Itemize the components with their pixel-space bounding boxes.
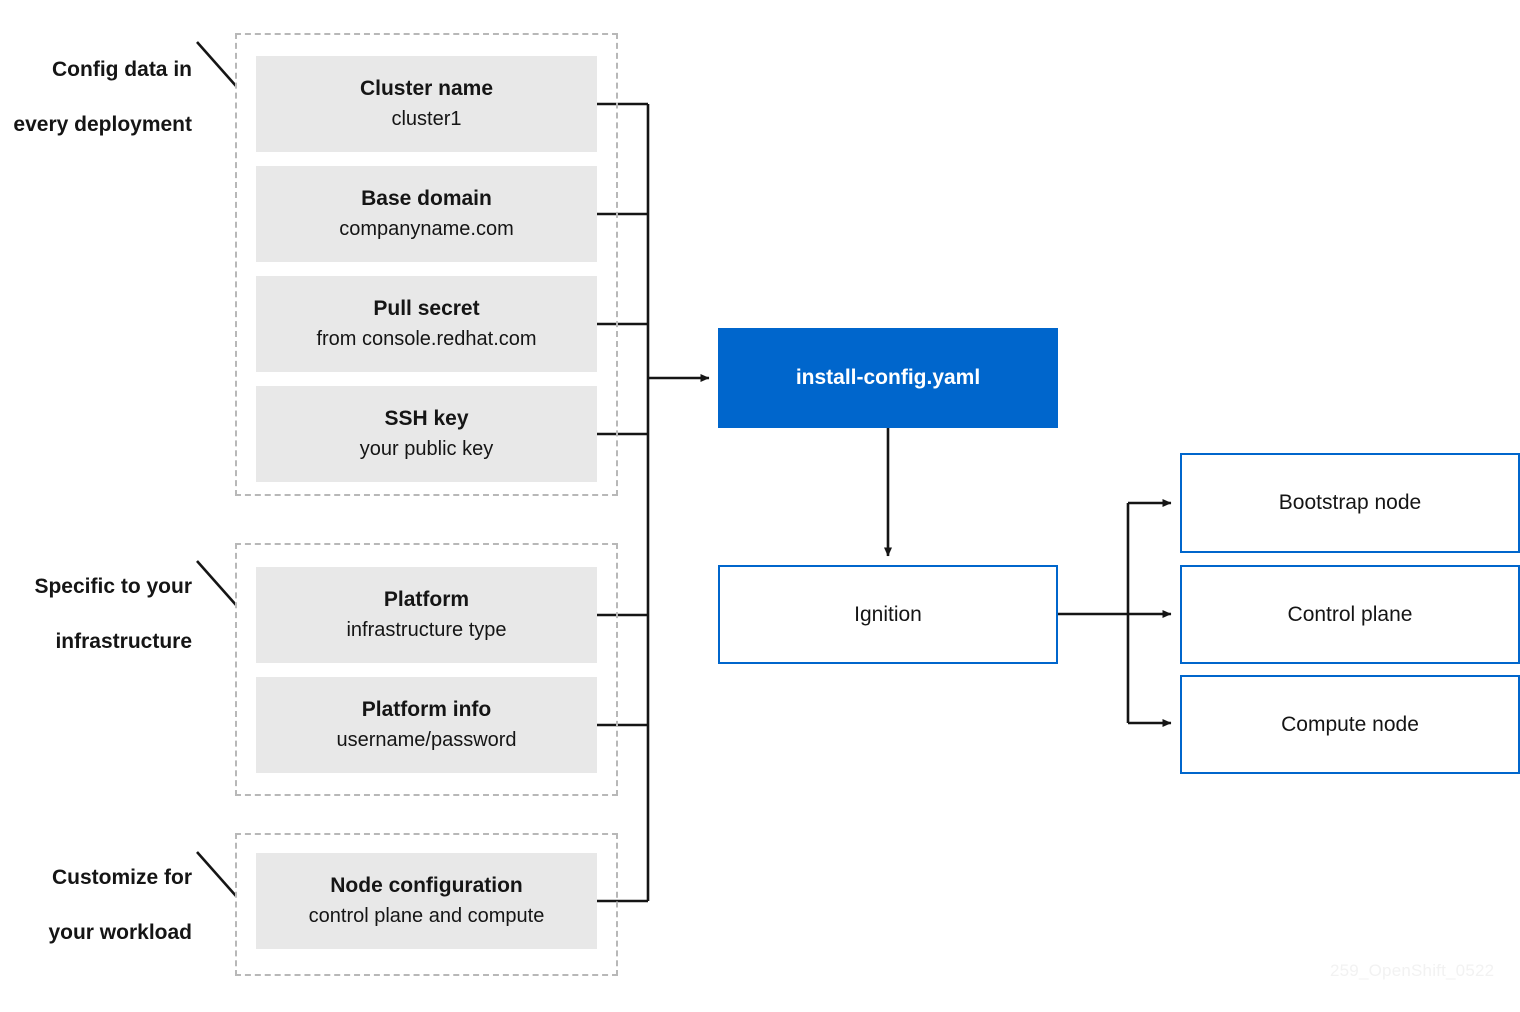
card-title: Pull secret — [373, 297, 480, 321]
card-title: Node configuration — [330, 874, 523, 898]
annotation-line-2: your workload — [48, 921, 192, 945]
card-subtitle: companyname.com — [339, 217, 514, 240]
card-ssh-key[interactable]: SSH key your public key — [256, 386, 597, 482]
annotation-config-data-every-deployment: Config data in every deployment — [0, 28, 192, 167]
group-workload — [235, 833, 618, 976]
annotation-line-1: Customize for — [51, 865, 192, 889]
group-common-config — [235, 33, 618, 496]
card-title: SSH key — [384, 407, 469, 431]
annotation-customize-for-workload: Customize for your workload — [0, 836, 192, 975]
card-title: Platform info — [361, 698, 492, 722]
card-subtitle: infrastructure type — [346, 618, 507, 641]
card-title: Cluster name — [359, 77, 494, 101]
card-subtitle: your public key — [359, 437, 494, 460]
annotation-line-1: Config data in — [52, 57, 192, 81]
annotation-line-1: Specific to your — [34, 574, 192, 598]
card-subtitle: username/password — [336, 728, 517, 751]
annotation-line-2: infrastructure — [55, 630, 192, 654]
card-base-domain[interactable]: Base domain companyname.com — [256, 166, 597, 262]
card-title: Platform — [383, 588, 470, 612]
node-label: install-config.yaml — [795, 366, 981, 389]
card-pull-secret[interactable]: Pull secret from console.redhat.com — [256, 276, 597, 372]
node-bootstrap-node[interactable]: Bootstrap node — [1180, 453, 1520, 553]
node-label: Bootstrap node — [1278, 491, 1422, 514]
node-label: Compute node — [1281, 712, 1419, 736]
group-infrastructure — [235, 543, 618, 796]
annotation-line-2: every deployment — [13, 113, 192, 137]
annotation-specific-to-infrastructure: Specific to your infrastructure — [0, 545, 192, 684]
node-label: Ignition — [854, 602, 922, 626]
node-compute-node[interactable]: Compute node — [1180, 675, 1520, 774]
card-node-configuration[interactable]: Node configuration control plane and com… — [256, 853, 597, 949]
card-subtitle: cluster1 — [391, 107, 462, 130]
card-platform-info[interactable]: Platform info username/password — [256, 677, 597, 773]
card-title: Base domain — [361, 187, 492, 211]
card-cluster-name[interactable]: Cluster name cluster1 — [256, 56, 597, 152]
node-label: Control plane — [1287, 602, 1413, 626]
node-ignition[interactable]: Ignition — [718, 565, 1058, 664]
node-control-plane[interactable]: Control plane — [1180, 565, 1520, 664]
card-subtitle: control plane and compute — [308, 904, 545, 927]
card-subtitle: from console.redhat.com — [316, 327, 537, 350]
node-install-config-yaml[interactable]: install-config.yaml — [718, 328, 1058, 428]
card-platform[interactable]: Platform infrastructure type — [256, 567, 597, 663]
watermark-label: 259_OpenShift_0522 — [1330, 961, 1495, 980]
